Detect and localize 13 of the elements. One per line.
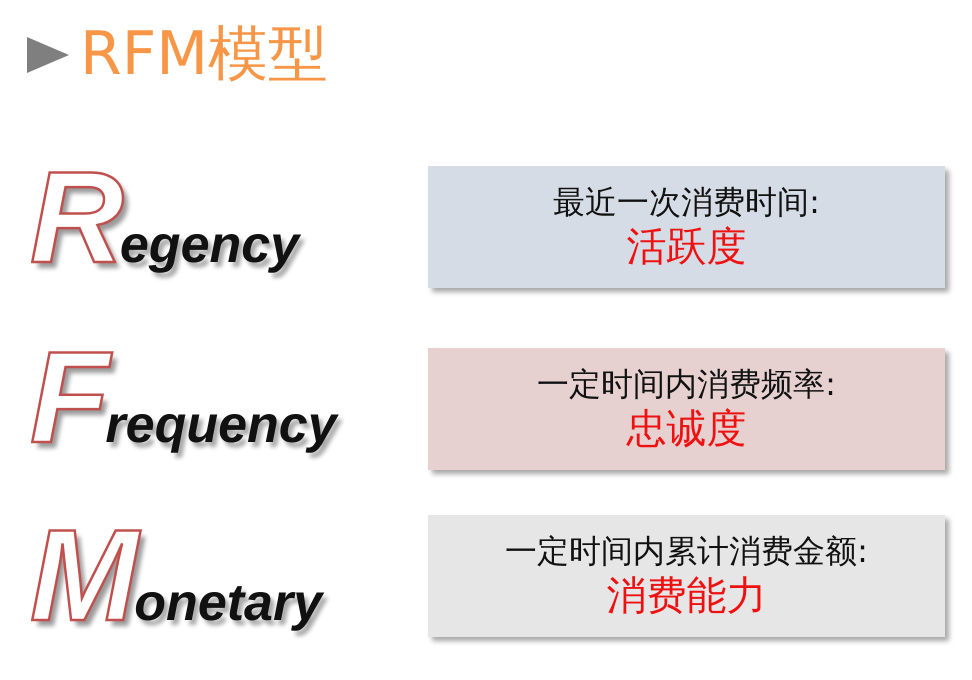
- metric-text: 忠诚度: [626, 405, 746, 454]
- term-word: Monetary: [30, 501, 322, 650]
- term-word: Regency: [30, 143, 300, 292]
- definition-text: 一定时间内累计消费金额:: [505, 531, 868, 571]
- description-box: [428, 166, 945, 288]
- definition-text: 一定时间内消费频率:: [537, 364, 836, 404]
- description-box: [428, 515, 945, 637]
- definition-text: 最近一次消费时间:: [553, 182, 820, 222]
- term-word: Frequency: [30, 323, 337, 472]
- metric-text: 消费能力: [606, 572, 766, 621]
- title: RFM模型: [80, 18, 328, 90]
- metric-text: 活跃度: [626, 223, 746, 272]
- description-box: [428, 348, 945, 470]
